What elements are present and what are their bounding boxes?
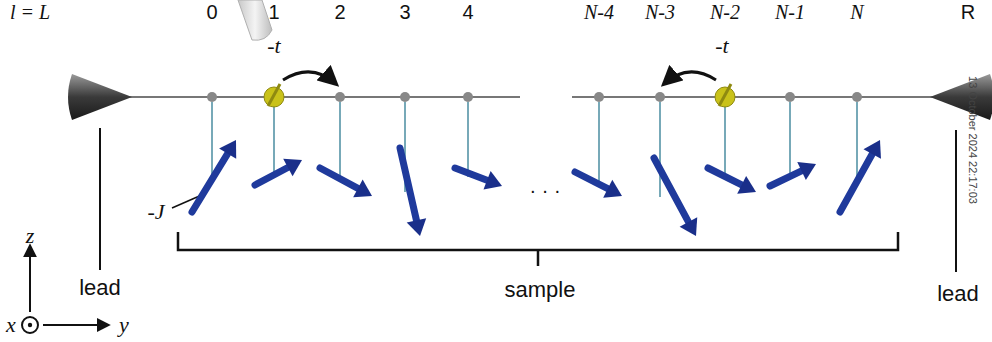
spin-arrow: [400, 148, 416, 220]
lattice-site: [852, 92, 862, 102]
spin-arrow: [680, 217, 698, 236]
spin-arrow: [575, 172, 608, 189]
lattice-site: [594, 92, 604, 102]
site-index: 3: [399, 2, 410, 22]
exchange-link: [211, 102, 213, 176]
spin-arrow: [840, 154, 872, 212]
electron-spin: [268, 84, 280, 106]
lattice-site: [400, 92, 410, 102]
exchange-link: [856, 102, 858, 176]
watermark: 13 October 2024 22:17:03: [967, 76, 978, 204]
spin-arrow: [708, 168, 742, 185]
exchange-link: [273, 102, 275, 173]
spin-arrow: [283, 159, 302, 177]
electron-spin: [719, 84, 731, 106]
lattice-site: [785, 92, 795, 102]
exchange-link: [598, 102, 600, 184]
axis-arrow: [43, 324, 108, 326]
spin-arrow: [483, 171, 502, 190]
spin-arrow: [603, 180, 622, 198]
site-index: N-2: [710, 2, 740, 22]
chain-line: [70, 96, 520, 98]
site-index: N-4: [584, 2, 614, 22]
site-label: R: [961, 2, 975, 22]
axis-label: x: [6, 314, 16, 336]
exchange-link: [467, 102, 469, 177]
lattice-site: [463, 92, 473, 102]
exchange-link: [789, 102, 791, 175]
axis-out-of-page: [28, 323, 32, 327]
exchange-link: [339, 102, 341, 182]
site-index: N-3: [645, 2, 675, 22]
sample-bracket: [178, 232, 898, 266]
spin-arrow: [737, 176, 756, 194]
spin-arrow: [353, 180, 372, 198]
leader-line: [99, 128, 101, 270]
hopping-arrow: [283, 72, 336, 84]
lead-electrode: [68, 74, 132, 120]
site-index: 1: [268, 2, 279, 22]
lattice-site: [207, 92, 217, 102]
spin-arrow: [455, 168, 487, 180]
lattice-site: [655, 92, 665, 102]
part-label: lead: [937, 283, 979, 305]
exchange-label: -J: [147, 201, 164, 223]
site-index: N-1: [775, 2, 805, 22]
spin-arrow: [219, 140, 236, 159]
exchange-link: [724, 102, 726, 180]
exchange-link: [659, 102, 661, 197]
axis-label: y: [119, 314, 129, 336]
spin-arrow: [797, 162, 816, 180]
spin-arrow: [320, 168, 358, 188]
lead-electrode: [930, 74, 992, 120]
axis-arrow: [29, 246, 31, 312]
spin-arrow: [407, 218, 427, 236]
spin-arrow: [654, 158, 688, 222]
spin-arrow: [255, 168, 288, 185]
site-label: l = L: [10, 2, 50, 22]
hopping-label: -t: [267, 35, 280, 57]
part-label: sample: [505, 279, 576, 301]
lattice-site: [335, 92, 345, 102]
spin-arrow: [192, 154, 228, 212]
leader-line: [955, 130, 957, 272]
hopping-label: -t: [715, 35, 728, 57]
site-index: 0: [206, 2, 217, 22]
site-index: N: [850, 2, 863, 22]
part-label: lead: [79, 277, 121, 299]
axis-label: z: [26, 225, 35, 247]
site-index: 2: [334, 2, 345, 22]
hopping-arrow: [664, 72, 716, 84]
ellipsis: · · ·: [529, 180, 560, 200]
site-index: 4: [462, 2, 473, 22]
probe-tip: [238, 0, 272, 40]
chain-line: [572, 96, 935, 98]
axis-out-of-page: [22, 317, 38, 333]
spin-arrow: [770, 171, 802, 186]
spin-arrow: [863, 140, 880, 159]
